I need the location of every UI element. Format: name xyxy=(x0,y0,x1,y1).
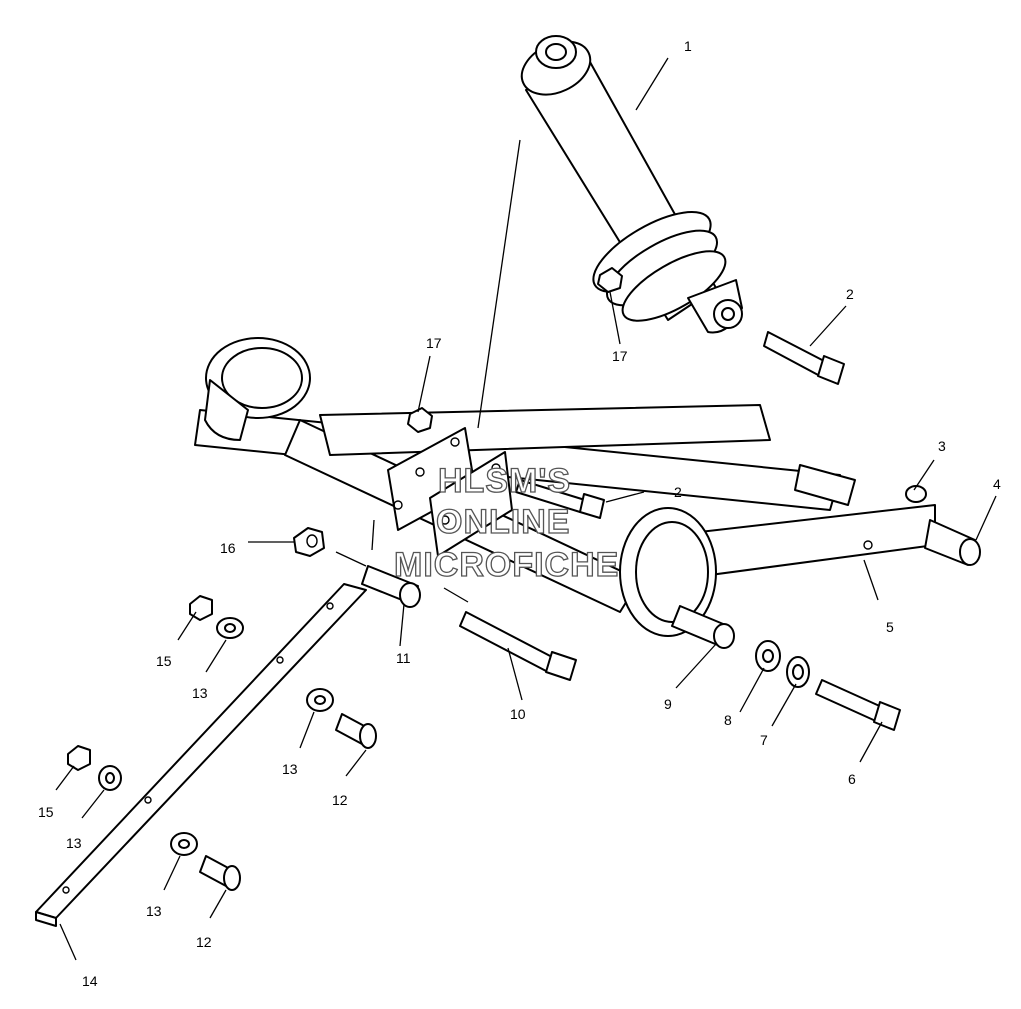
callout-3: 3 xyxy=(938,438,946,454)
rivet-lower xyxy=(199,855,241,891)
callout-10: 10 xyxy=(510,706,526,722)
shock-mount-bracket xyxy=(387,427,513,557)
limiter-strap xyxy=(35,583,367,927)
callout-13-a: 13 xyxy=(192,685,208,701)
washer-flat xyxy=(755,640,781,672)
nut-shock-mount xyxy=(597,267,623,293)
callout-14: 14 xyxy=(82,973,98,989)
callout-16: 16 xyxy=(220,540,236,556)
nut-left xyxy=(293,527,325,557)
lock-nut-lower xyxy=(67,745,91,771)
washer-d xyxy=(170,832,198,856)
watermark: HLSM'S ONLINE MICROFICHE xyxy=(393,461,619,584)
callout-2-bracket: 2 xyxy=(674,484,682,500)
callout-12-lower: 12 xyxy=(196,934,212,950)
lock-washer xyxy=(786,656,810,688)
nut-bracket xyxy=(407,407,433,433)
bolt-upper-right xyxy=(763,331,845,385)
watermark-line-2: ONLINE xyxy=(436,503,570,541)
callout-5: 5 xyxy=(886,619,894,635)
callout-12-upper: 12 xyxy=(332,792,348,808)
callout-labels: 1 2 2 3 4 5 6 7 8 9 10 11 12 12 13 13 13… xyxy=(38,38,1001,989)
callout-2-upper: 2 xyxy=(846,286,854,302)
callout-13-d: 13 xyxy=(146,903,162,919)
washer-b xyxy=(98,765,122,791)
washer-c xyxy=(306,688,334,712)
callout-11: 11 xyxy=(396,650,411,666)
callout-6: 6 xyxy=(848,771,856,787)
callout-13-c: 13 xyxy=(66,835,82,851)
shock-absorber xyxy=(520,35,743,334)
callout-4: 4 xyxy=(993,476,1001,492)
swing-arm-frame xyxy=(194,337,981,637)
bolt-long xyxy=(459,611,577,681)
callout-17-bracket: 17 xyxy=(426,335,442,351)
callout-7: 7 xyxy=(760,732,768,748)
bolt-bracket xyxy=(515,479,605,519)
bolt-pivot xyxy=(815,679,901,731)
rivet-upper xyxy=(335,713,377,749)
watermark-line-1: HLSM'S xyxy=(438,462,571,500)
callout-17-shock: 17 xyxy=(612,348,628,364)
spacer-sleeve xyxy=(361,565,421,608)
callout-13-b: 13 xyxy=(282,761,298,777)
watermark-line-3: MICROFICHE xyxy=(394,546,619,584)
callout-8: 8 xyxy=(724,712,732,728)
pivot-bushing xyxy=(671,605,735,649)
washer-a xyxy=(216,617,244,639)
callout-1: 1 xyxy=(684,38,692,54)
callout-15-upper: 15 xyxy=(156,653,172,669)
lock-nut-upper xyxy=(189,595,213,621)
leader-lines xyxy=(55,57,997,961)
callout-9: 9 xyxy=(664,696,672,712)
callout-15-lower: 15 xyxy=(38,804,54,820)
